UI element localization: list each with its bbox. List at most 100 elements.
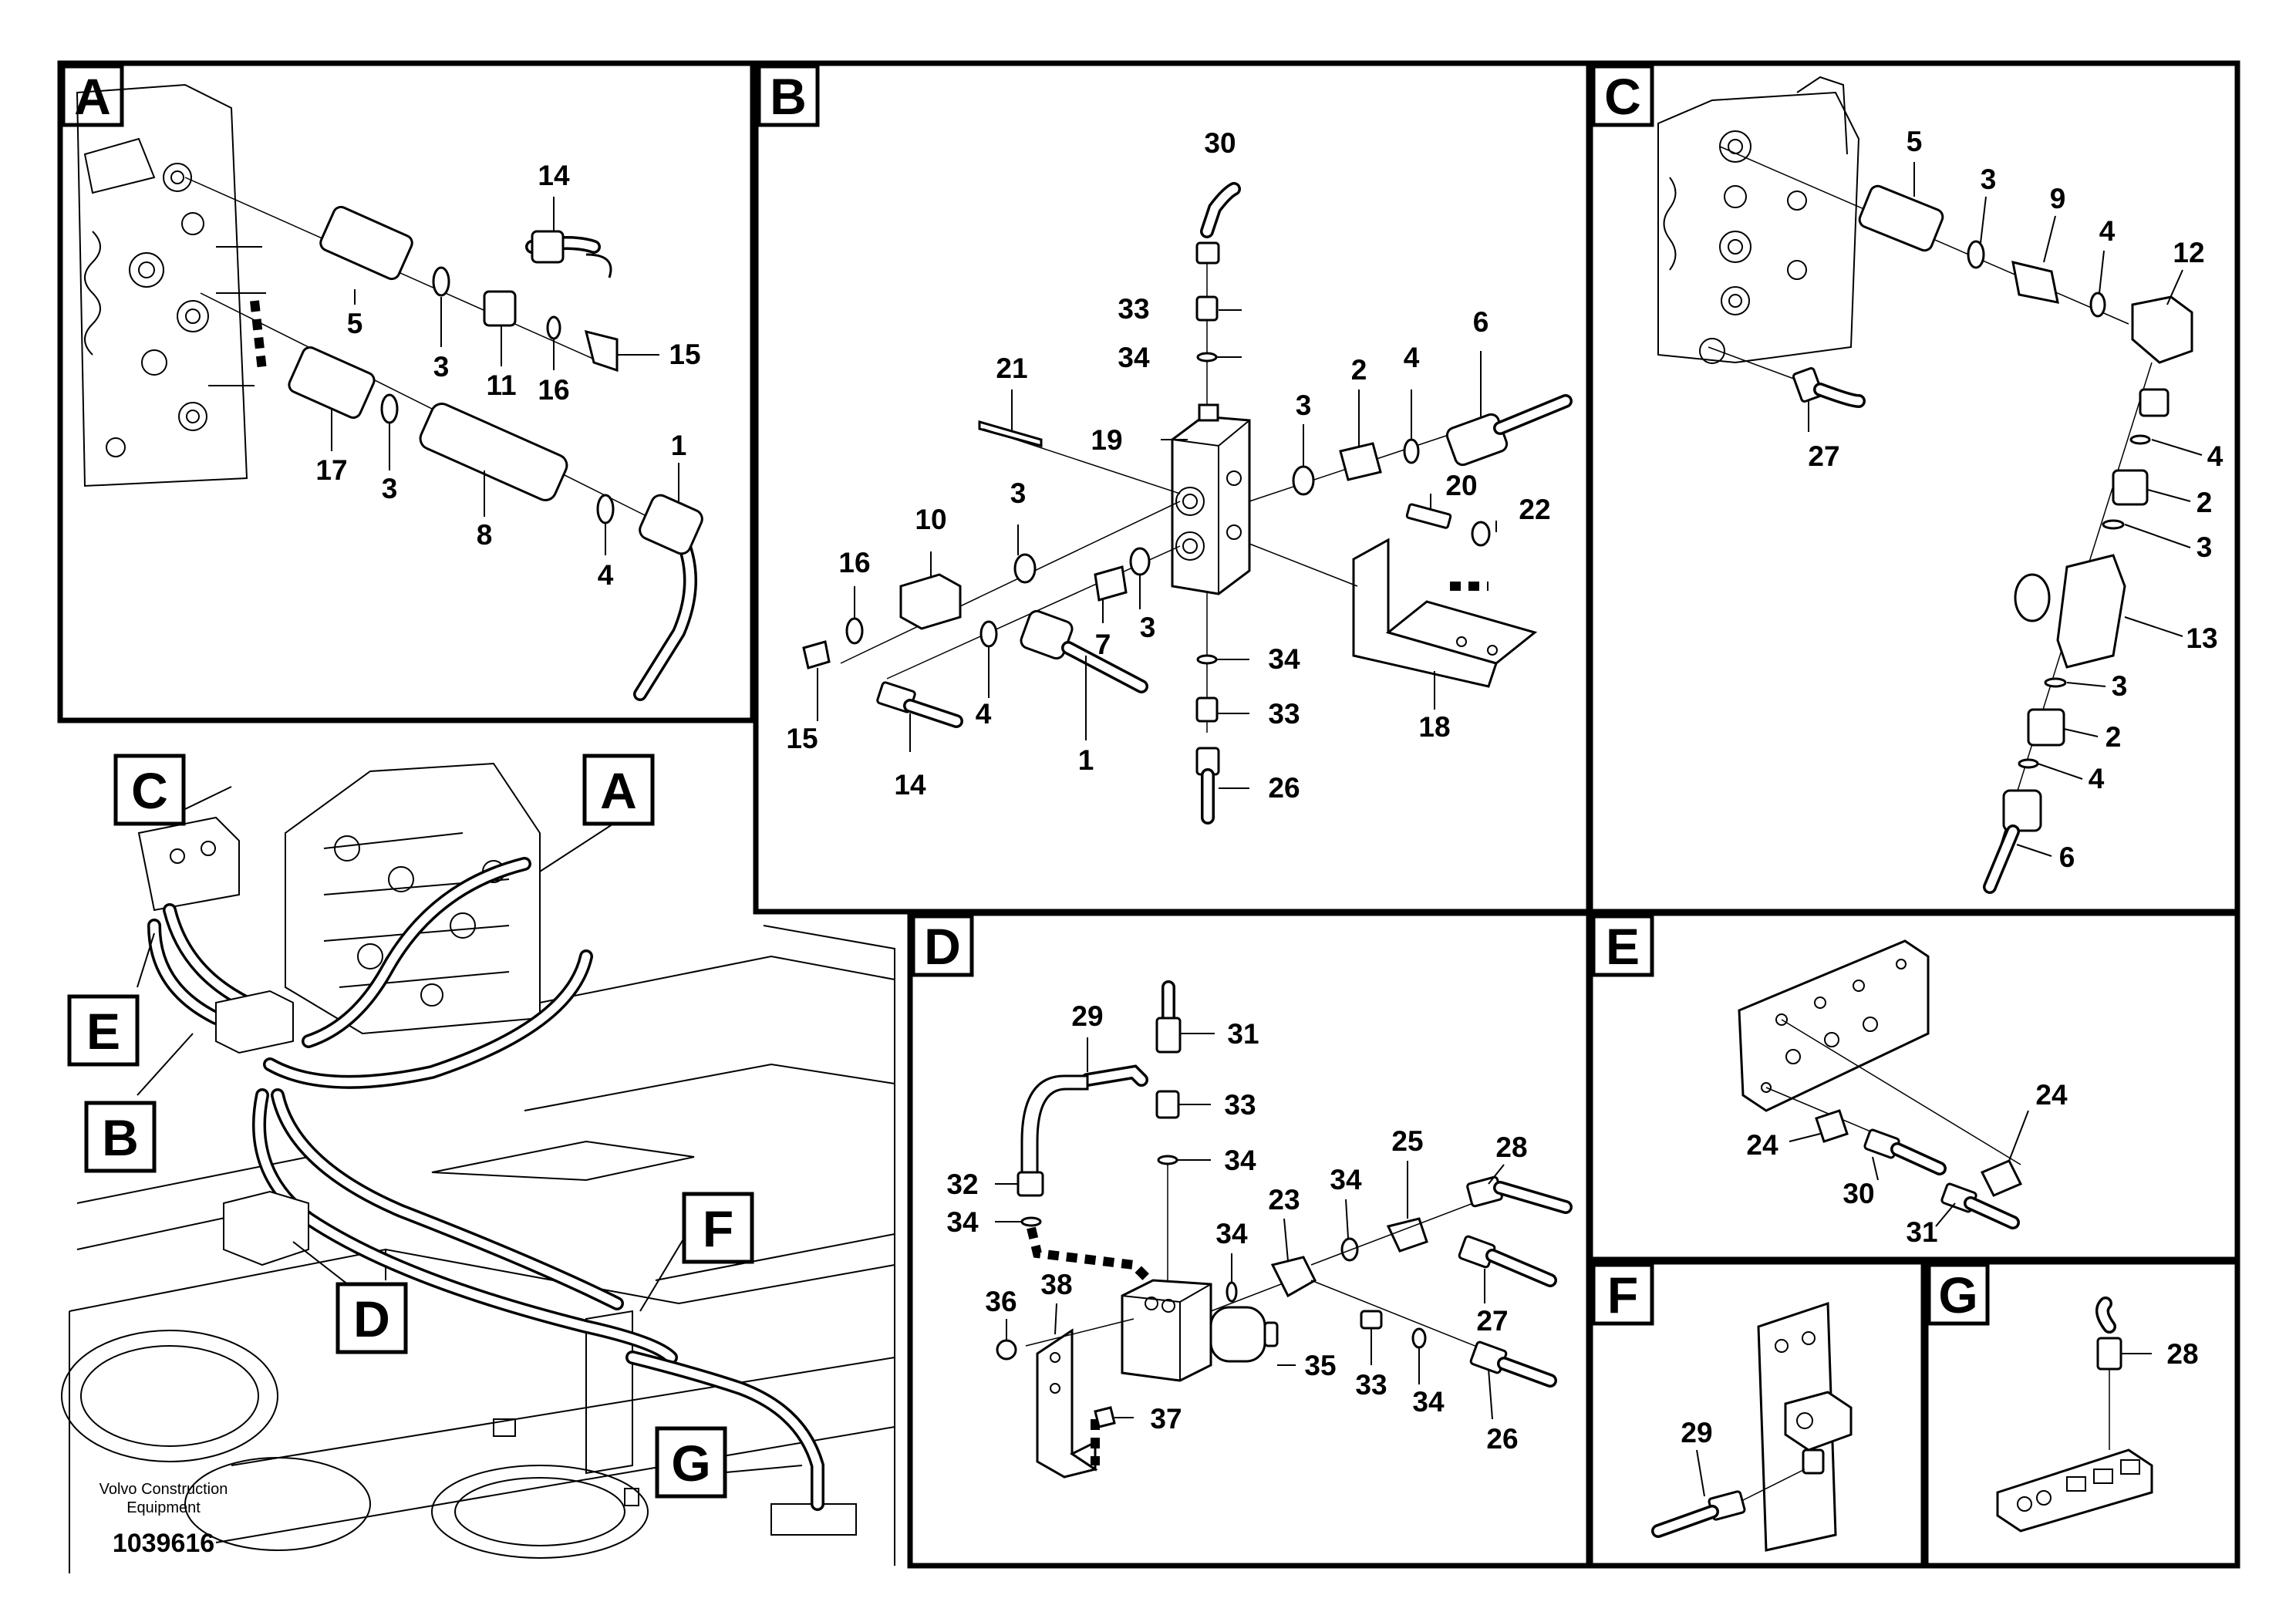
part-13-valve [2056,554,2126,669]
callout-9: 9 [2050,183,2066,214]
part-32-adapter [1017,1171,1044,1197]
callout-24-left: 24 [1746,1129,1778,1161]
callout-38: 38 [1040,1269,1072,1300]
callout-36: 36 [985,1286,1017,1317]
overview-solenoid-valve [223,1190,309,1266]
part-34-oring-bottom [1196,654,1218,665]
part-3-oring [432,266,450,297]
callout-4-lower: 4 [2207,440,2224,472]
part-22-washer [1471,521,1491,547]
part-12-nut [2139,388,2170,417]
panel-f: F 29 [1591,1263,1853,1552]
callout-3-bottom: 3 [2112,670,2128,702]
callout-26: 26 [1268,772,1300,804]
part-34-oring [1157,1155,1178,1165]
part-18-bracket-arm [1385,600,1538,665]
panel-c: C [1591,64,2224,894]
part-37-bolt [1094,1406,1116,1428]
callout-12: 12 [2173,237,2204,268]
part-11-fitting [483,290,517,327]
part-12-elbow [2131,295,2193,364]
panel-g-frame [1923,1259,2240,1569]
overview-tag-e-box [67,994,140,1067]
panel-g-tag-box [1927,1263,1990,1326]
part-25-tee [1386,1217,1428,1253]
part-34-oring-right [1226,1281,1238,1303]
callout-2-bottom: 2 [2106,721,2122,753]
overview-tag-d-box [335,1282,408,1354]
part-3-oring-left [1013,553,1037,584]
part-4-oring-left [979,620,998,648]
part-33-fitting [1195,295,1219,322]
panel-d-tag-box [911,914,974,977]
part-3-oring [1292,465,1315,496]
overview-illustration: C A E B F D G [61,754,895,1573]
overview-tag-c: C [131,762,168,819]
control-valve-block [76,83,266,487]
part-13-knob [2014,573,2051,622]
part-38-bracket-foot [1070,1440,1097,1472]
overview-control-valve [285,762,541,1035]
bulkhead-fitting [1784,1391,1853,1452]
footer: Volvo Construction Equipment 1039616 [99,1481,228,1558]
part-3-oring-lower [380,393,399,424]
callout-1: 1 [671,430,687,461]
part-1-hose-fitting [639,494,703,555]
part-21-bolt [978,420,1043,447]
callout-33-right: 33 [1355,1369,1387,1401]
part-14-hose-end [531,230,565,264]
part-16-oring [546,315,561,340]
part-3-oring [1967,240,1985,269]
callout-4: 4 [1404,342,1420,373]
callout-34-right: 34 [1412,1386,1445,1418]
part-34-oring-left [1020,1216,1042,1227]
callout-27: 27 [1476,1305,1508,1337]
part-4-oring-1 [2129,434,2151,445]
leader-b [137,1033,194,1096]
overview-tag-a: A [600,762,637,819]
callout-34-top: 34 [1224,1145,1256,1176]
part-2-adapter-1 [2112,469,2149,506]
callout-3: 3 [1981,164,1997,195]
part-35-solenoid [1209,1306,1266,1363]
part-24-tee-right [1980,1159,2023,1197]
overview-valve-b [215,990,294,1054]
part-2-adapter-2 [2027,708,2065,747]
mounting-plate [1738,939,1930,1112]
callout-34: 34 [1118,342,1150,373]
part-19-port [1198,403,1219,422]
part-15-tee [802,640,831,669]
callout-25: 25 [1391,1125,1423,1157]
overview-tag-g-box [655,1426,727,1499]
callout-28: 28 [2166,1338,2198,1370]
panel-e-tag-box [1591,914,1654,977]
callout-13: 13 [2186,622,2217,654]
overview-tag-a-box [582,754,655,826]
part-6-hose-fitting [2002,789,2042,832]
callout-33: 33 [1118,293,1149,325]
callout-4: 4 [598,559,614,591]
callout-34-bottom: 34 [1268,643,1300,675]
part-36-bolt [996,1339,1017,1361]
callout-18: 18 [1418,711,1450,743]
part-7-plug [1094,565,1128,602]
panel-g: G 28 [1927,1263,2199,1533]
callout-3-plug: 3 [1140,612,1156,643]
callout-23: 23 [1268,1184,1300,1216]
panel-a: A [61,64,703,701]
part-30-hose-end [1195,241,1220,265]
part-28-hose-end [2096,1337,2122,1371]
footer-brand-line2: Equipment [126,1499,201,1516]
part-31-hose-end [1155,1017,1182,1054]
leader-c [183,786,232,811]
callout-22: 22 [1519,494,1550,525]
part-35-block [1121,1279,1212,1382]
part-33-fitting [1155,1090,1180,1119]
part-35-solenoid-cap [1263,1321,1279,1347]
footer-brand-line1: Volvo Construction [99,1481,228,1498]
overview-tag-f-box [682,1192,754,1264]
callout-5: 5 [347,308,363,339]
panel-a-tag-box [61,64,124,127]
panel-frames [57,60,2240,1569]
callout-1: 1 [1078,744,1094,776]
